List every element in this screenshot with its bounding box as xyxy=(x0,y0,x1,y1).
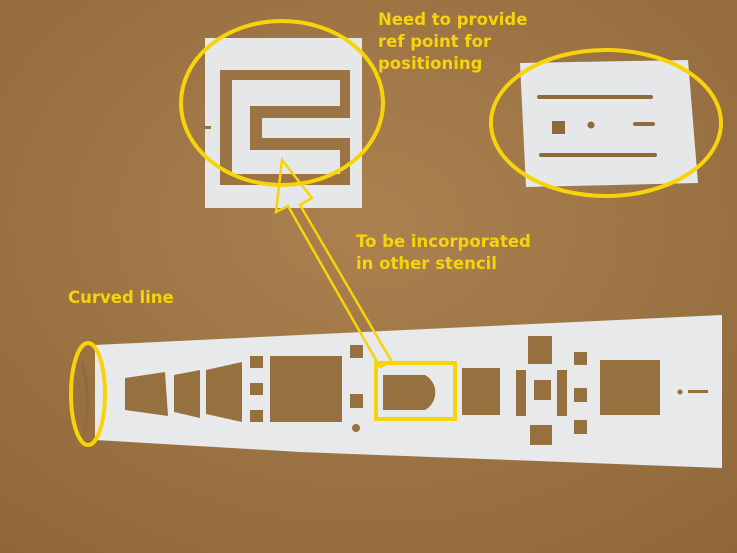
highlight-box-u-cutout xyxy=(374,361,457,421)
annotation-line: ref point for xyxy=(378,32,492,51)
annotation-curved-line: Curved line xyxy=(68,287,174,309)
highlight-ellipse-curved-line xyxy=(69,341,107,447)
arrow-icon xyxy=(274,156,394,369)
annotation-incorporate: To be incorporated in other stencil xyxy=(356,231,531,275)
stencil-deck-strip xyxy=(80,315,722,468)
annotation-line: Need to provide xyxy=(378,10,528,29)
annotation-line: positioning xyxy=(378,54,483,73)
annotation-marks xyxy=(69,19,723,447)
highlight-ellipse-c-shape xyxy=(179,19,385,187)
highlight-ellipse-ref-point xyxy=(489,48,723,198)
annotation-line: Curved line xyxy=(68,288,174,307)
annotation-line: in other stencil xyxy=(356,254,497,273)
stencil-c-shape xyxy=(203,38,362,208)
annotation-line: To be incorporated xyxy=(356,232,531,251)
stencil-ref-point xyxy=(520,60,698,187)
annotation-ref-point: Need to provide ref point for positionin… xyxy=(378,9,527,75)
